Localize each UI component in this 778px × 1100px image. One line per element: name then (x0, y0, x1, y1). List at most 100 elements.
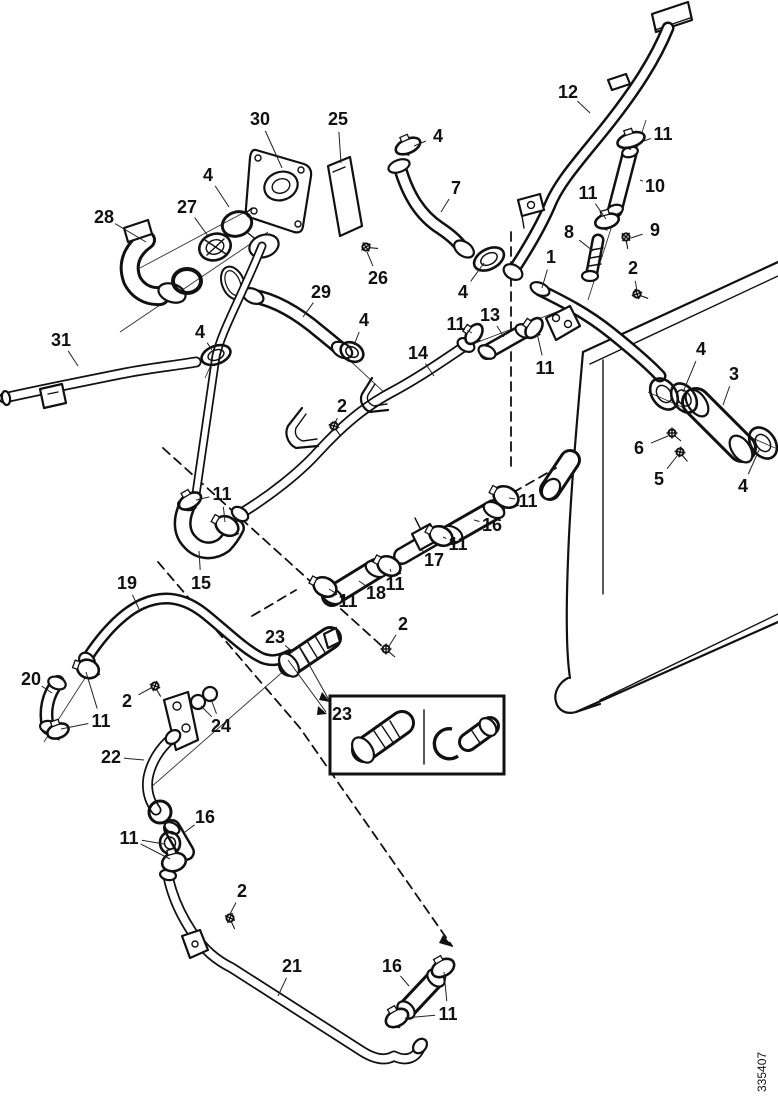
hose-7 (387, 158, 475, 259)
hose-clamp-icon (521, 316, 544, 340)
callout-30: 30 (250, 109, 283, 169)
hose-clamp-icon (384, 1004, 410, 1029)
fitting-8 (580, 233, 605, 283)
callout-label: 2 (237, 881, 247, 901)
callout-4: 4 (413, 126, 443, 147)
bolt-icon (674, 446, 688, 462)
callout-label: 5 (654, 469, 664, 489)
hose-bracket (180, 928, 210, 960)
callout-9: 9 (630, 220, 660, 240)
inset-box-23 (287, 644, 506, 776)
callout-4: 4 (458, 262, 485, 302)
callout-label: 11 (212, 484, 231, 504)
callout-label: 11 (448, 534, 467, 554)
hose-ring (200, 343, 232, 367)
callout-label: 4 (738, 476, 748, 496)
hose-clamp-icon (430, 954, 456, 979)
bolt-icon (380, 643, 396, 658)
callout-11: 11 (446, 314, 473, 334)
elbow-28 (119, 218, 187, 307)
callout-label: 11 (91, 711, 110, 731)
hose-20 (38, 675, 67, 735)
callout-label: 3 (729, 364, 739, 384)
callout-label: 16 (195, 807, 215, 827)
tube-10 (606, 144, 639, 218)
callout-label: 23 (265, 627, 285, 647)
callout-11: 11 (643, 124, 673, 144)
callout-label: 4 (458, 282, 468, 302)
bracket-upper (516, 192, 546, 229)
pipe-22 (142, 729, 182, 825)
callout-4: 4 (195, 322, 213, 351)
callout-11: 11 (195, 484, 232, 523)
radiator (539, 260, 778, 714)
callout-label: 2 (628, 258, 638, 278)
bolts (149, 232, 688, 930)
callout-label: 6 (634, 438, 644, 458)
callout-21: 21 (277, 956, 302, 997)
callout-label: 7 (451, 178, 461, 198)
callout-label: 21 (282, 956, 302, 976)
callout-label: 11 (578, 183, 597, 203)
callout-label: 18 (366, 583, 386, 603)
hose-clamp-icon (160, 847, 188, 874)
clamp-4a (220, 207, 255, 239)
o-ring (201, 685, 219, 703)
bolt-icon (149, 680, 162, 697)
callout-label: 4 (195, 322, 205, 342)
callout-label: 23 (332, 704, 352, 724)
callout-label: 4 (203, 165, 213, 185)
thermostat-27 (198, 232, 232, 262)
callout-4: 4 (203, 165, 230, 208)
callout-label: 9 (650, 220, 660, 240)
callout-19: 19 (117, 573, 140, 610)
callout-label: 28 (94, 207, 114, 227)
callout-8: 8 (564, 222, 594, 252)
callout-22: 22 (101, 747, 145, 767)
callout-label: 11 (653, 124, 672, 144)
callout-6: 6 (634, 435, 669, 458)
callout-31: 31 (51, 330, 79, 367)
callout-11: 11 (60, 671, 111, 731)
callout-16: 16 (473, 515, 502, 535)
callout-10: 10 (639, 176, 665, 196)
callout-27: 27 (177, 197, 209, 237)
callout-label: 4 (359, 310, 369, 330)
callout-label: 25 (328, 109, 348, 129)
hose-ring (747, 426, 778, 460)
bolt-icon (621, 232, 631, 250)
callout-16: 16 (184, 807, 215, 833)
callout-1: 1 (541, 247, 556, 289)
callout-18: 18 (358, 580, 386, 603)
hose-clamp-icon (177, 488, 203, 511)
callout-4: 4 (353, 310, 369, 346)
hose-clamp-icon (616, 127, 646, 151)
callout-16: 16 (382, 956, 410, 987)
callout-2: 2 (334, 396, 347, 425)
coupler-23 (277, 626, 342, 678)
hose-ring (669, 382, 699, 414)
callout-label: 14 (408, 343, 428, 363)
callout-12: 12 (558, 82, 591, 114)
callout-25: 25 (328, 109, 348, 164)
callout-label: 11 (385, 574, 404, 594)
callout-2: 2 (122, 687, 152, 711)
callout-4: 4 (738, 449, 760, 496)
bypass-tube (191, 241, 267, 499)
thermostat-housing-30 (244, 148, 313, 259)
callout-11: 11 (119, 828, 171, 860)
hose-clamp-icon (488, 484, 520, 510)
callout-label: 19 (117, 573, 137, 593)
callout-3: 3 (722, 364, 739, 406)
callout-label: 2 (337, 396, 347, 416)
callout-14: 14 (408, 343, 435, 377)
callout-11: 11 (404, 971, 458, 1024)
o-ring (189, 693, 207, 711)
callout-label: 17 (424, 550, 444, 570)
hose-3 (681, 387, 757, 464)
hose-clamp-icon (461, 322, 484, 346)
bolt-icon (328, 420, 342, 437)
callout-24: 24 (200, 698, 231, 736)
callout-label: 2 (398, 614, 408, 634)
